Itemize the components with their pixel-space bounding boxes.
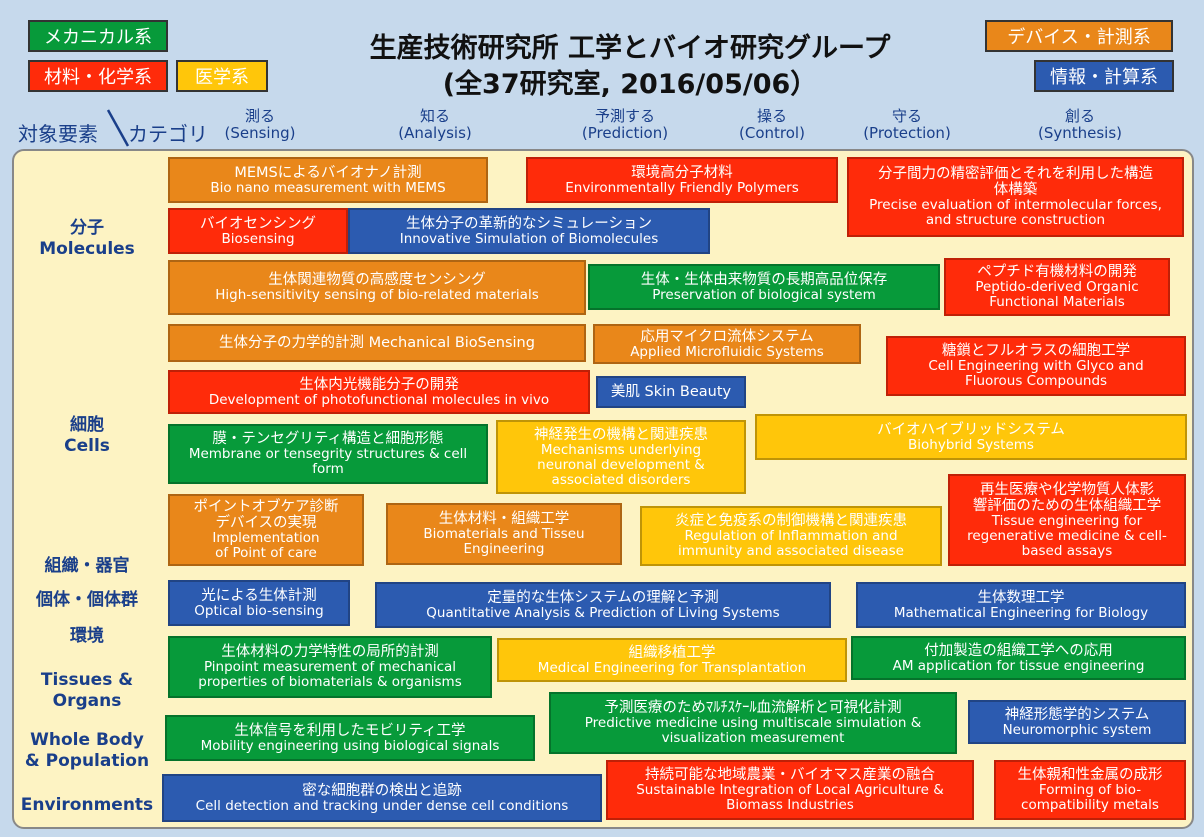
legend-info-computation: 情報・計算系 xyxy=(1034,60,1174,92)
legend-medical: 医学系 xyxy=(176,60,268,92)
axis-divider-slash xyxy=(106,109,130,147)
legend-mechanical: メカニカル系 xyxy=(28,20,168,52)
row-label-tissue-jp: 組織・器官 xyxy=(44,556,130,576)
axis-element-label: 対象要素 xyxy=(18,122,98,146)
row-label-body-jp: 個体・個体群 xyxy=(36,590,138,610)
legend-materials-chemistry: 材料・化学系 xyxy=(28,60,168,92)
axis-category-label: カテゴリ xyxy=(128,122,208,146)
row-label-body-en: Whole Body& Population xyxy=(24,730,150,771)
category-analysis: 知る(Analysis) xyxy=(398,107,472,142)
category-protection: 守る(Protection) xyxy=(863,107,951,142)
category-control: 操る(Control) xyxy=(739,107,805,142)
page-title: 生産技術研究所 工学とバイオ研究グループ xyxy=(369,33,891,64)
research-box-skin-beauty: 美肌 Skin Beauty xyxy=(596,376,746,408)
axis-corner-label: 対象要素 カテゴリ xyxy=(18,118,208,147)
research-box-mechanical-biosensing: 生体分子の力学的計測 Mechanical BioSensing xyxy=(168,324,586,362)
category-sensing: 測る(Sensing) xyxy=(224,107,296,142)
row-label-env-en: Environments xyxy=(20,795,154,815)
row-label-env-jp: 環境 xyxy=(70,626,104,646)
legend-device-measurement: デバイス・計測系 xyxy=(985,20,1173,52)
row-label-tissue-en: Tissues &Organs xyxy=(40,670,134,711)
category-synthesis: 創る(Synthesis) xyxy=(1037,107,1123,142)
page-subtitle: (全37研究室, 2016/05/06） xyxy=(442,69,818,100)
category-prediction: 予測する(Prediction) xyxy=(581,107,669,142)
